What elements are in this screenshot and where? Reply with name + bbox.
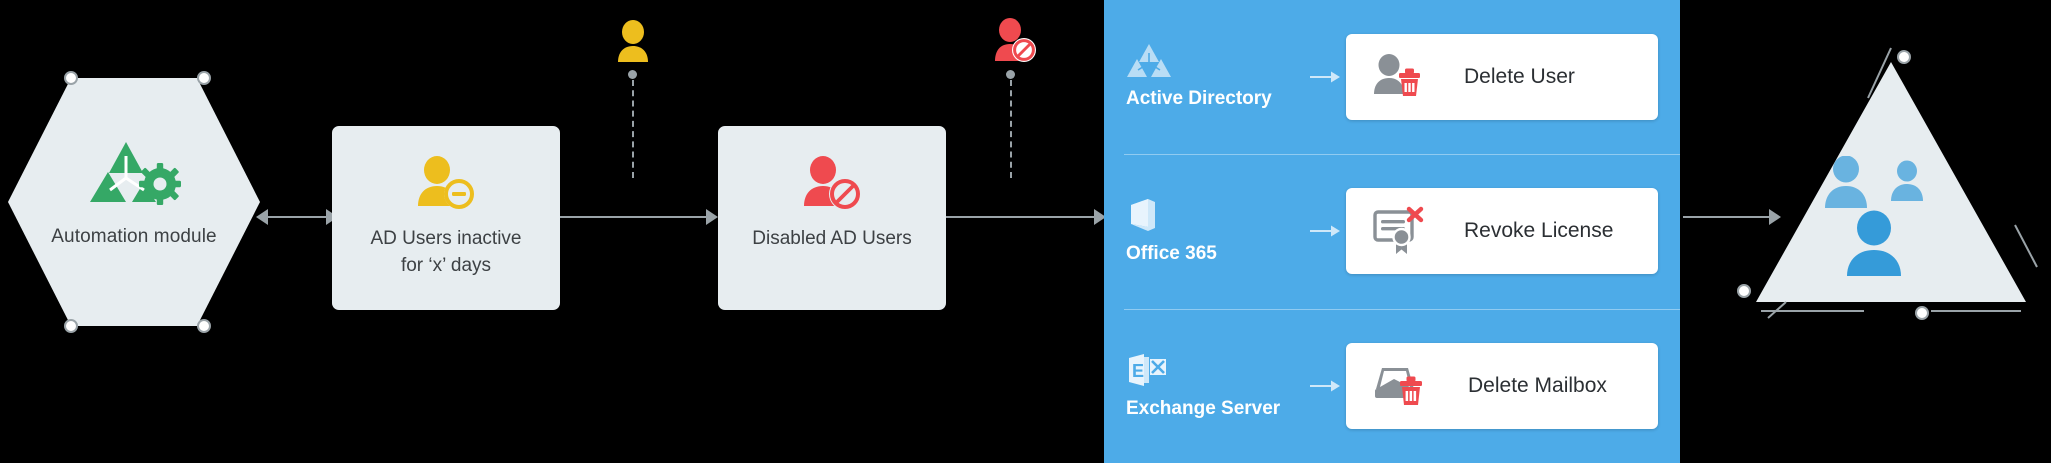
arrowhead-left-icon <box>256 209 268 225</box>
services-panel: Active Directory <box>1104 0 1680 463</box>
connector-bidirectional <box>256 208 338 226</box>
arrowhead-right-icon <box>706 209 718 225</box>
automation-module-label: Automation module <box>51 226 217 247</box>
service-name: Active Directory <box>1126 88 1272 110</box>
marker-dashed-line <box>1010 80 1012 178</box>
arrow-right-icon <box>1310 225 1340 237</box>
connector-line <box>560 216 708 218</box>
service-info: Office 365 <box>1104 197 1304 265</box>
step-label-line2: for ‘x’ days <box>400 255 492 277</box>
resize-handle-top-left[interactable] <box>64 71 78 85</box>
service-row-active-directory[interactable]: Active Directory <box>1104 0 1680 154</box>
user-delete-icon <box>1374 54 1420 97</box>
resize-handle-bottom-left[interactable] <box>64 319 78 333</box>
arrowhead-right-icon <box>1094 209 1106 225</box>
users-group-icon <box>1825 156 1923 276</box>
arrowhead-right-icon <box>1769 209 1781 225</box>
service-arrow <box>1304 70 1346 84</box>
svg-text:E: E <box>1132 361 1144 381</box>
marker-dot <box>1006 70 1015 79</box>
action-label: Delete Mailbox <box>1468 373 1607 397</box>
end-node-users-group[interactable] <box>1737 47 2038 320</box>
service-arrow <box>1304 379 1346 393</box>
service-row-office-365[interactable]: Office 365 <box>1104 154 1680 308</box>
connector-line <box>266 216 328 218</box>
arrow-right-icon <box>1310 380 1340 392</box>
action-label: Delete User <box>1464 65 1575 89</box>
automation-module-node[interactable]: Automation module <box>8 71 260 333</box>
service-info: Active Directory <box>1104 44 1304 110</box>
selection-outline <box>1737 47 2038 320</box>
exchange-server-icon: E <box>1129 353 1166 386</box>
connector-box2-services <box>946 208 1108 226</box>
resize-handle-bottom-right[interactable] <box>197 319 211 333</box>
mailbox-delete-icon <box>1375 367 1422 405</box>
certificate-revoke-icon <box>1373 207 1424 255</box>
step-label-line1: AD Users inactive <box>370 228 522 249</box>
automation-module-icon <box>90 142 181 205</box>
step-label-line1: Disabled AD Users <box>752 228 912 249</box>
action-card-delete-mailbox[interactable]: Delete Mailbox <box>1346 342 1658 429</box>
service-arrow <box>1304 224 1346 238</box>
action-card-revoke-license[interactable]: Revoke License <box>1346 188 1658 275</box>
service-row-exchange-server[interactable]: E Exchange Server <box>1104 308 1680 463</box>
active-directory-icon <box>1127 44 1171 78</box>
action-card-delete-user[interactable]: Delete User <box>1346 34 1658 121</box>
action-label: Revoke License <box>1464 219 1614 243</box>
connector-services-endnode <box>1683 208 1783 226</box>
service-name: Exchange Server <box>1126 397 1281 419</box>
marker-dot <box>628 70 637 79</box>
marker-dashed-line <box>632 80 634 178</box>
marker-inactive-user[interactable] <box>613 20 653 180</box>
service-info: E Exchange Server <box>1104 352 1304 420</box>
user-blocked-icon <box>995 18 1036 62</box>
resize-handle-top-right[interactable] <box>197 71 211 85</box>
step-disabled-ad-users[interactable]: Disabled AD Users <box>718 126 946 310</box>
connector-box1-box2 <box>560 208 720 226</box>
user-blocked-icon <box>804 156 861 210</box>
office-365-icon <box>1131 199 1155 232</box>
user-icon <box>618 20 648 62</box>
connector-line <box>1683 216 1771 218</box>
connector-line <box>946 216 1096 218</box>
step-ad-users-inactive[interactable]: AD Users inactive for ‘x’ days <box>332 126 560 310</box>
service-name: Office 365 <box>1126 243 1217 265</box>
arrow-right-icon <box>1310 71 1340 83</box>
marker-disabled-user[interactable] <box>995 18 1041 183</box>
user-minus-icon <box>418 156 474 209</box>
